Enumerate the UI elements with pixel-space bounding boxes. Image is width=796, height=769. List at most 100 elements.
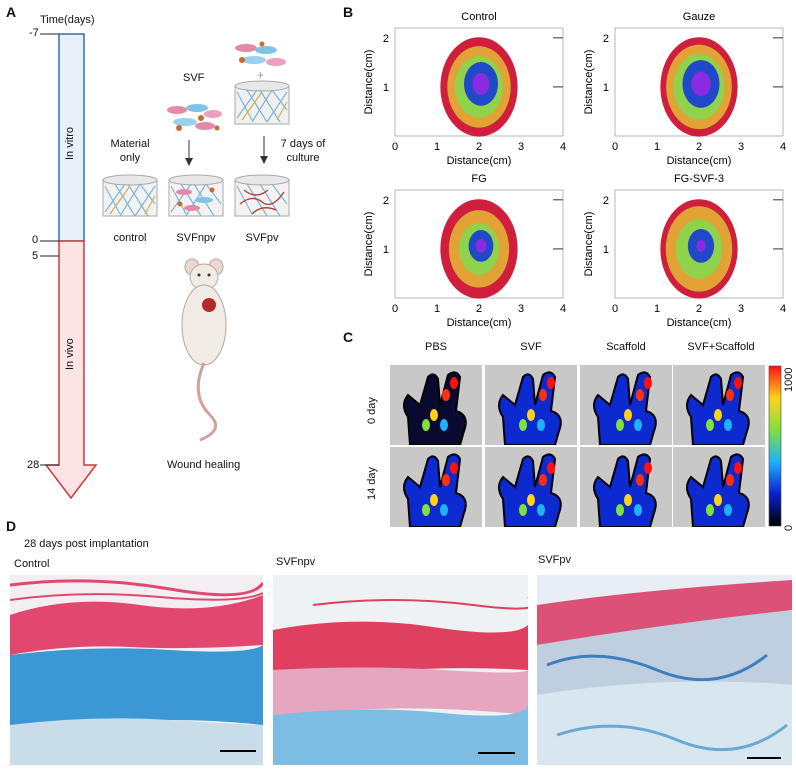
heat-image-svf-scaffold-0-day [673,365,765,445]
y-axis-label: Distance(cm) [363,212,375,277]
wound-site [202,298,216,312]
y-tick-label: 2 [603,33,609,45]
culture-label-line2: culture [286,152,320,164]
heat-image-pbs-0-day [390,365,482,445]
row-label-14-day: 14 day [366,466,378,500]
y-tick-label: 1 [603,244,609,256]
x-tick-label: 2 [476,141,482,153]
colorbar-min-label: 0 [783,524,795,531]
tick-label-28: 28 [27,459,40,471]
x-tick-label: 4 [560,303,566,315]
contour-level-5 [696,239,706,252]
y-tick-label: 2 [383,195,389,207]
x-tick-label: 4 [560,141,566,153]
x-tick-label: 2 [476,303,482,315]
heat-image-scaffold-0-day [580,365,672,445]
plus-sign: + [257,68,265,82]
tick-label-minus7: -7 [29,27,39,39]
histology-image-svfpv [537,575,792,765]
scaffold-cylinder-top [234,80,290,125]
y-axis-label: Distance(cm) [583,50,595,115]
y-axis-label: Distance(cm) [363,50,375,115]
x-tick-label: 0 [392,141,398,153]
tick-label-5: 5 [32,250,39,262]
mouse-illustration [181,258,227,442]
group-label-svfnpv: SVFnpv [176,232,216,244]
panel-label-c: C [343,329,354,345]
column-label-svf-scaffold: SVF+Scaffold [687,341,755,353]
contour-plot-fg: 0 1 2 3 4 1 2 FG Distance(cm) Distance(cm) [363,173,566,329]
y-tick-label: 2 [383,33,389,45]
material-label-line2: only [119,152,141,164]
column-label-scaffold: Scaffold [606,341,646,353]
histology-label-svfnpv: SVFnpv [276,556,316,568]
histology-label-svfpv: SVFpv [538,554,572,566]
heat-image-svf-14-day [485,447,577,527]
y-axis-label: Distance(cm) [583,212,595,277]
x-tick-label: 4 [780,303,786,315]
x-axis-label: Distance(cm) [447,317,512,329]
contour-level-5 [475,238,487,253]
x-tick-label: 1 [654,141,660,153]
x-tick-label: 0 [612,303,618,315]
panel-label-d: D [6,518,17,534]
material-label-line1: Material [110,138,150,150]
contour-level-5 [472,72,490,95]
x-tick-label: 0 [612,141,618,153]
panel-label-a: A [6,4,17,20]
x-axis-label: Distance(cm) [667,155,732,167]
group-label-svfpv: SVFpv [245,232,279,244]
scaffold-svfpv [234,174,290,217]
heat-image-svf-0-day [485,365,577,445]
y-tick-label: 1 [383,244,389,256]
x-axis-label: Distance(cm) [667,317,732,329]
svf-cells-illustration [167,104,222,131]
heat-image-scaffold-14-day [580,447,672,527]
in-vivo-label: In vivo [64,338,76,370]
in-vitro-label: In vitro [64,126,76,160]
panel-d-subtitle: 28 days post implantation [24,538,149,550]
x-tick-label: 3 [738,141,744,153]
column-label-svf: SVF [520,341,542,353]
plot-title: Control [461,11,496,23]
row-label-0-day: 0 day [366,397,378,424]
down-arrow-culture [260,136,268,164]
histology-label-control: Control [14,558,50,570]
heat-image-svf-scaffold-14-day [673,447,765,527]
x-tick-label: 1 [654,303,660,315]
x-tick-label: 2 [696,303,702,315]
scaffold-control [102,174,158,217]
panel-label-b: B [343,4,354,20]
x-tick-label: 2 [696,141,702,153]
histology-image-svfnpv [273,575,528,765]
plot-title: FG-SVF-3 [674,173,724,185]
x-tick-label: 3 [518,141,524,153]
down-arrow-svf [185,140,193,166]
tick-label-0: 0 [32,234,39,246]
y-tick-label: 2 [603,195,609,207]
heat-image-pbs-14-day [390,447,482,527]
x-axis-label: Distance(cm) [447,155,512,167]
group-label-control: control [113,232,147,244]
svf-cells-top-illustration [235,41,286,66]
x-tick-label: 1 [434,141,440,153]
plot-title: FG [471,173,486,185]
wound-healing-label: Wound healing [167,459,241,471]
y-tick-label: 1 [383,82,389,94]
plot-title: Gauze [683,11,715,23]
colorbar-max-label: 1000 [783,367,795,392]
colorbar [768,365,782,527]
y-tick-label: 1 [603,82,609,94]
contour-level-5 [691,71,711,97]
x-tick-label: 1 [434,303,440,315]
x-tick-label: 3 [738,303,744,315]
x-tick-label: 3 [518,303,524,315]
x-tick-label: 0 [392,303,398,315]
svf-label: SVF [183,72,205,84]
histology-image-control [10,575,263,765]
time-axis-title: Time(days) [40,14,95,26]
column-label-pbs: PBS [424,341,447,353]
